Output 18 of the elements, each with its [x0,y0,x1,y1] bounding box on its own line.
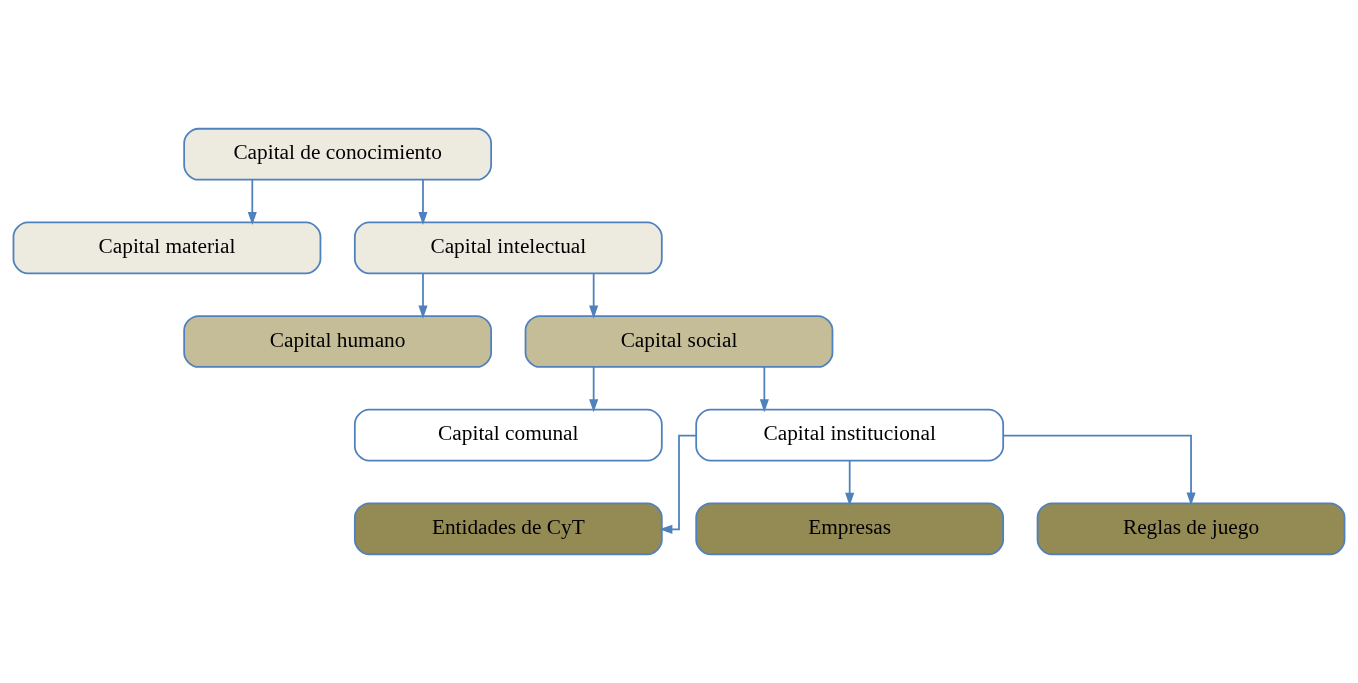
node-box: Reglas de juego [1036,502,1346,556]
node-box: Entidades de CyT [353,502,663,556]
node-box: Capital social [524,315,834,368]
node-box: Capital intelectual [353,221,663,275]
arrow [418,178,428,225]
arrow [759,366,769,413]
node-box: Empresas [695,502,1005,556]
arrow [589,366,599,413]
node-box: Capital de conocimiento [183,127,492,181]
arrow [1002,434,1196,506]
arrow [418,272,428,319]
node-box: Capital humano [183,315,492,368]
arrow [589,272,599,319]
node-box: Capital material [12,221,322,275]
node-box: Capital institucional [695,408,1005,462]
arrow [845,459,855,506]
arrow [247,178,257,225]
node-box: Capital comunal [353,408,663,462]
